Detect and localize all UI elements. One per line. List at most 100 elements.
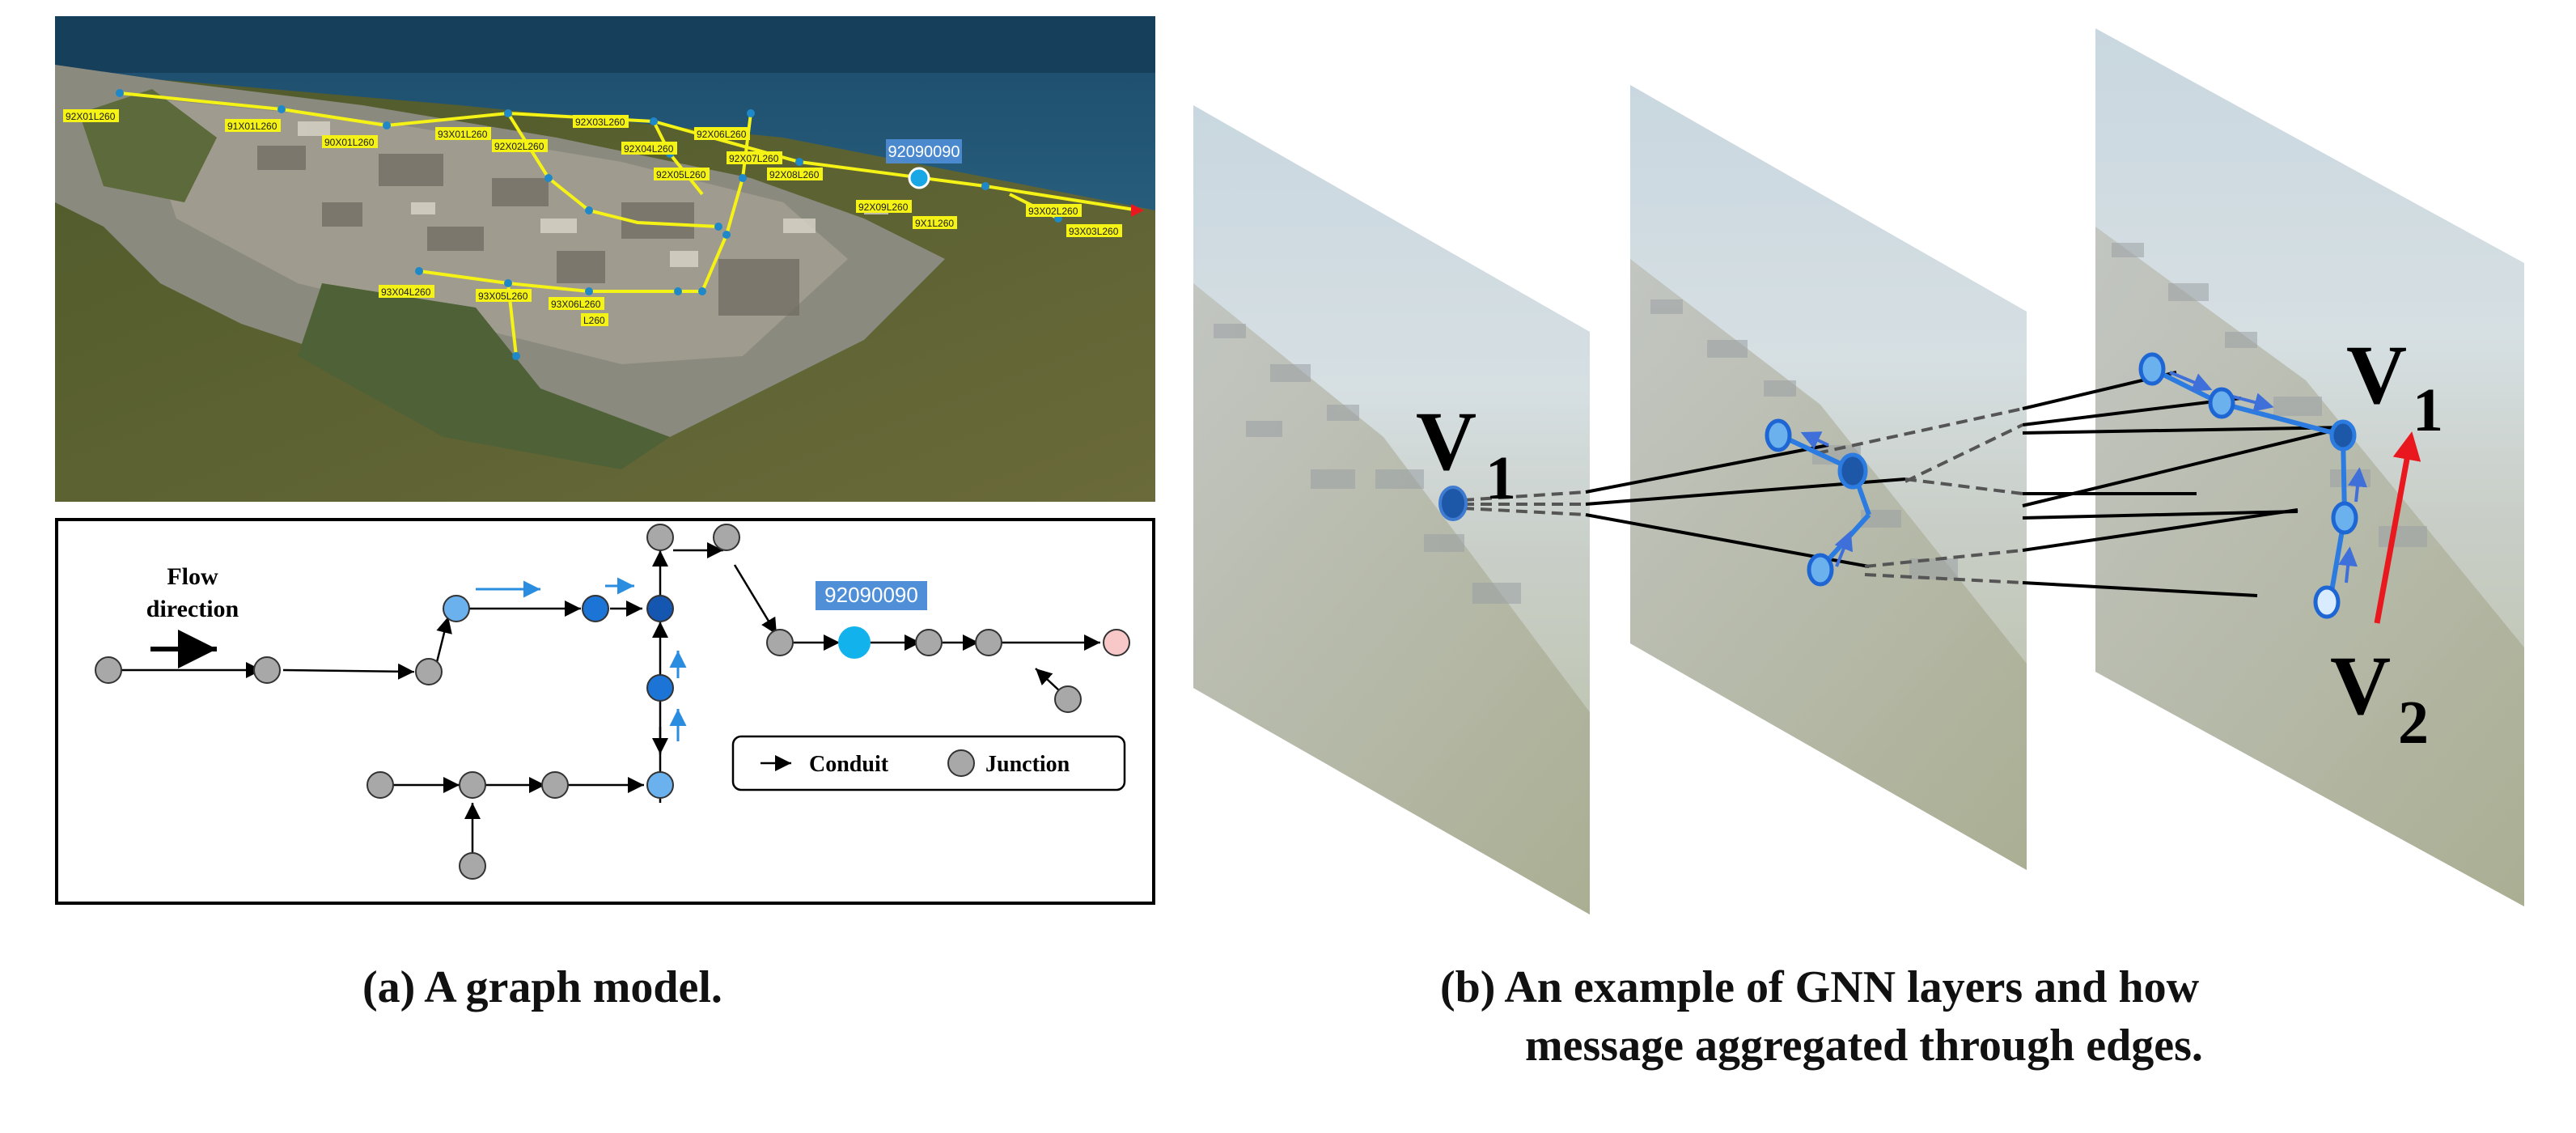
pipe-label-bg [492,139,548,152]
legend-box [731,735,1126,791]
pipe-label-bg [63,109,119,122]
pipe-junction-dot [739,174,747,182]
pipe-label-bg [913,216,957,229]
pipe-label: 93X02L260 [1028,206,1078,217]
flow-direction-label: Flow [167,563,218,590]
junction-node [975,629,1002,656]
pipe-label: 92X08L260 [769,169,820,180]
pipe-label: 93X01L260 [438,129,488,140]
pipe-label: 93X05L260 [478,291,528,302]
pipe-label-bg [225,119,281,132]
junction-node-mid-blue [646,674,674,702]
pipe-label: 9X1L260 [915,218,954,229]
pipe-junction-dot [795,158,803,166]
pipe-label: L260 [583,315,605,326]
pipe-junction-dot [278,105,286,113]
junction-node-dark-blue [646,595,674,622]
gnn-node-v1-layer1 [1438,486,1468,521]
pipe-junction-dot [698,287,706,295]
pipe-label-bg [322,135,378,148]
gnn-layer-1 [1193,105,1590,914]
pipe-label: 93X03L260 [1069,226,1119,237]
pipe-label: 92X09L260 [858,202,909,213]
legend-junction-dot [947,749,975,777]
pipe-label-bg [767,168,823,180]
pipe-junction-dot [512,352,520,360]
junction-node [253,656,281,684]
pipe-label: 92X01L260 [66,111,116,122]
pipe-label: 92X07L260 [729,153,779,164]
pipe-junction-dot [714,223,722,231]
pipe-junction-dot [504,279,512,287]
graph-frame [55,518,1155,905]
junction-node [459,771,486,799]
pipe-label-bg [435,127,491,140]
pipe-label-bg [581,313,608,326]
gnn-node-layer3-v2 [2313,585,2341,619]
highlight-junction-label: 92090090 [888,143,960,161]
gnn-node-layer3-v1 [2329,419,2357,452]
pipe-junction-dot [116,89,124,97]
pipe-junction-dot [504,109,512,117]
gnn-node-layer3-a [2138,352,2166,386]
caption-b-line1: (b) An example of GNN layers and how [1440,962,2200,1012]
label-v2: V [2330,639,2391,732]
pipe-label: 91X01L260 [227,121,278,132]
pipe-junction-dot [383,121,391,129]
pipe-label-bg [1066,224,1122,237]
aerial-map-image: 92X01L260 91X01L260 90X01L260 93X01L260 92X0… [55,16,1155,502]
junction-node [415,658,443,685]
gnn-node-layer2-c [1807,553,1834,587]
flow-direction-label-2: direction [146,596,239,622]
junction-node-mid-blue [582,595,609,622]
label-v2-sub: 2 [2398,689,2429,757]
pipe-label-bg [654,168,710,180]
pipe-label-bg [727,151,782,164]
highlight-node-label: 92090090 [824,583,918,607]
junction-node-light-blue [646,771,674,799]
pipe-junction-dot [747,109,755,117]
highlight-junction-dot [908,167,930,189]
junction-node [1054,685,1082,713]
junction-node-highlight [838,626,871,659]
gnn-node-layer2-a [1765,418,1792,452]
legend-conduit-label: Conduit [809,752,889,777]
pipe-label: 92X03L260 [575,117,625,128]
pipe-label: 90X01L260 [324,137,375,148]
graph-model-diagram: Flow direction [55,518,1155,905]
pipe-junction-dot [981,182,989,190]
outfall-node [1103,629,1130,656]
pipe-junction-dot [544,174,553,182]
legend-junction-label: Junction [985,752,1070,777]
junction-node [646,524,674,551]
label-v1-layer3: V [2346,329,2407,422]
pipe-label-bg [1026,204,1082,217]
junction-node-light-blue [443,595,470,622]
gnn-node-layer3-b [2208,387,2235,419]
red-aggregation-arrow [2374,431,2421,624]
pipe-junction-dot [674,287,682,295]
pipe-label: 92X02L260 [494,141,544,152]
label-v1-layer1-sub: 1 [1485,444,1516,512]
gnn-layer-3 [2095,28,2524,906]
pipe-label: 93X06L260 [551,299,601,310]
junction-node [95,656,122,684]
pipe-label-bg [694,127,750,140]
label-v1-layer1: V [1416,395,1477,488]
pipe-label: 93X04L260 [381,286,431,298]
pipe-junction-dot [585,287,593,295]
pipe-junction-dot [415,267,423,275]
junction-node [713,524,740,551]
gnn-layer-2 [1630,85,2027,870]
pipe-junction-dot [650,117,658,125]
caption-b-line2: message aggregated through edges. [1525,1021,2203,1071]
pipe-junction-dot [722,231,731,239]
gnn-node-layer2-v1 [1837,452,1868,490]
caption-a: (a) A graph model. [362,962,722,1012]
pipe-label-bg [476,289,532,302]
junction-node [366,771,394,799]
junction-node [541,771,569,799]
pipe-label-bg [573,115,629,128]
junction-node [459,852,486,880]
pipe-label-bg [379,285,434,298]
